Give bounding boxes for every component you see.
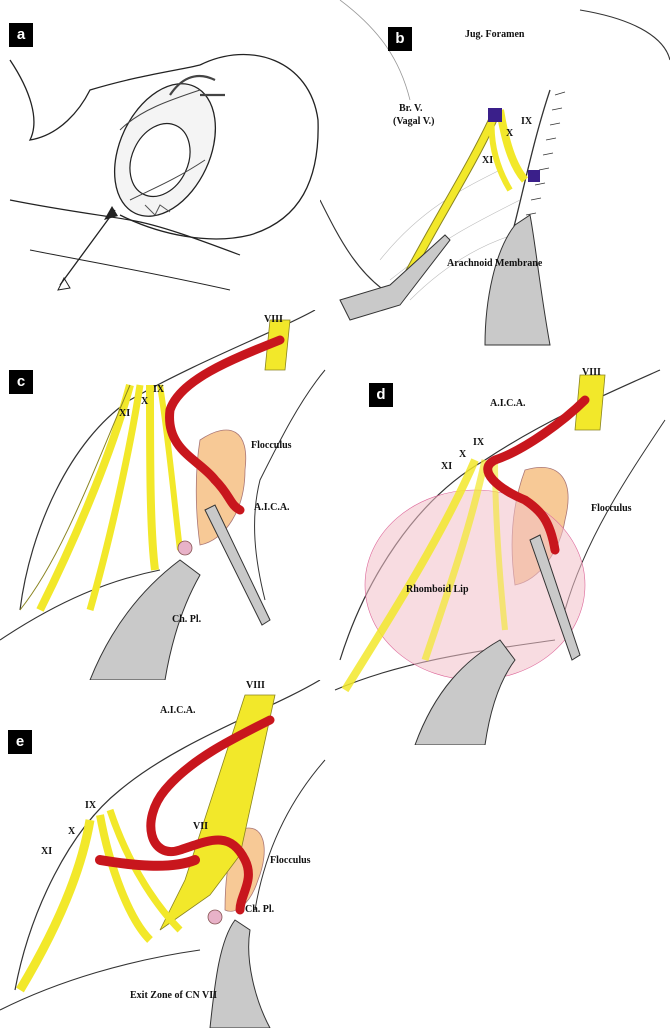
jug-foramen-label: Jug. Foramen xyxy=(465,29,525,40)
e-nerve-vii: VII xyxy=(193,821,209,832)
d-nerve-ix: IX xyxy=(473,437,485,448)
e-aica-label: A.I.C.A. xyxy=(160,705,196,716)
panel-c xyxy=(0,310,330,680)
e-nerve-ix: IX xyxy=(85,800,97,811)
b-nerve-xi: XI xyxy=(482,155,494,166)
e-flocculus-label: Flocculus xyxy=(270,855,311,866)
c-chpl-label: Ch. Pl. xyxy=(172,614,202,625)
panel-c-drawing xyxy=(0,310,326,680)
e-nerve-viii: VIII xyxy=(246,680,265,691)
br-v-label-1: Br. V. xyxy=(399,103,423,114)
d-nerve-x: X xyxy=(459,449,467,460)
rhomboid-lip-label: Rhomboid Lip xyxy=(406,584,469,595)
panel-d xyxy=(325,360,670,745)
panel-d-badge: d xyxy=(369,383,393,407)
c-nerve-viii: VIII xyxy=(264,314,283,325)
e-chpl-label: Ch. Pl. xyxy=(245,904,275,915)
panel-e-drawing xyxy=(0,680,326,1028)
panel-c-badge: c xyxy=(9,370,33,394)
panel-b-drawing xyxy=(320,0,670,346)
panel-d-drawing xyxy=(334,369,666,745)
panel-a-badge: a xyxy=(9,23,33,47)
panel-b xyxy=(320,0,670,350)
panel-a-drawing xyxy=(9,53,319,291)
c-nerve-x: X xyxy=(141,396,149,407)
panel-b-badge: b xyxy=(388,27,412,51)
exit-zone-label: Exit Zone of CN VII xyxy=(130,990,218,1001)
c-flocculus-label: Flocculus xyxy=(251,440,292,451)
e-nerve-xi: XI xyxy=(41,846,53,857)
b-nerve-ix: IX xyxy=(521,116,533,127)
c-nerve-ix: IX xyxy=(153,384,165,395)
d-nerve-viii: VIII xyxy=(582,367,601,378)
b-nerve-x: X xyxy=(506,128,514,139)
d-nerve-xi: XI xyxy=(441,461,453,472)
br-v-label-2: (Vagal V.) xyxy=(393,116,435,127)
e-nerve-x: X xyxy=(68,826,76,837)
d-flocculus-label: Flocculus xyxy=(591,503,632,514)
c-aica-label: A.I.C.A. xyxy=(254,502,290,513)
panel-a xyxy=(0,0,320,300)
panel-e-badge: e xyxy=(8,730,32,754)
c-nerve-xi: XI xyxy=(119,408,131,419)
arachnoid-label: Arachnoid Membrane xyxy=(447,258,543,269)
d-aica-label: A.I.C.A. xyxy=(490,398,526,409)
panel-e xyxy=(0,680,330,1028)
